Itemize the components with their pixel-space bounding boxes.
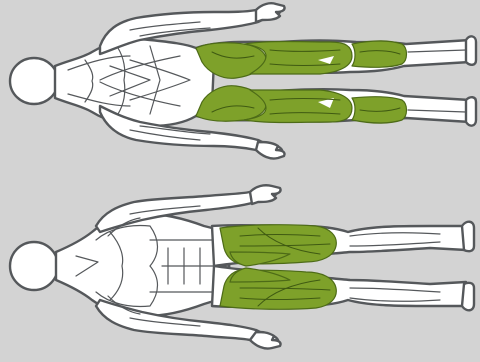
- anterior-hand-upper: [250, 185, 281, 204]
- anterior-head: [10, 242, 58, 290]
- anterior-torso: [56, 214, 230, 316]
- posterior-hand-lower: [256, 142, 285, 159]
- posterior-hand-upper: [256, 3, 285, 22]
- anterior-foot-lower: [462, 283, 474, 310]
- posterior-foot-upper: [466, 36, 476, 64]
- posterior-torso: [55, 40, 214, 127]
- anterior-hand-lower: [250, 332, 281, 349]
- anterior-view-figure: [10, 185, 474, 348]
- posterior-head: [10, 58, 58, 104]
- anterior-foot-upper: [462, 222, 474, 251]
- posterior-view-figure: [10, 3, 476, 158]
- posterior-calf-upper: [352, 41, 407, 67]
- posterior-foot-lower: [466, 97, 476, 125]
